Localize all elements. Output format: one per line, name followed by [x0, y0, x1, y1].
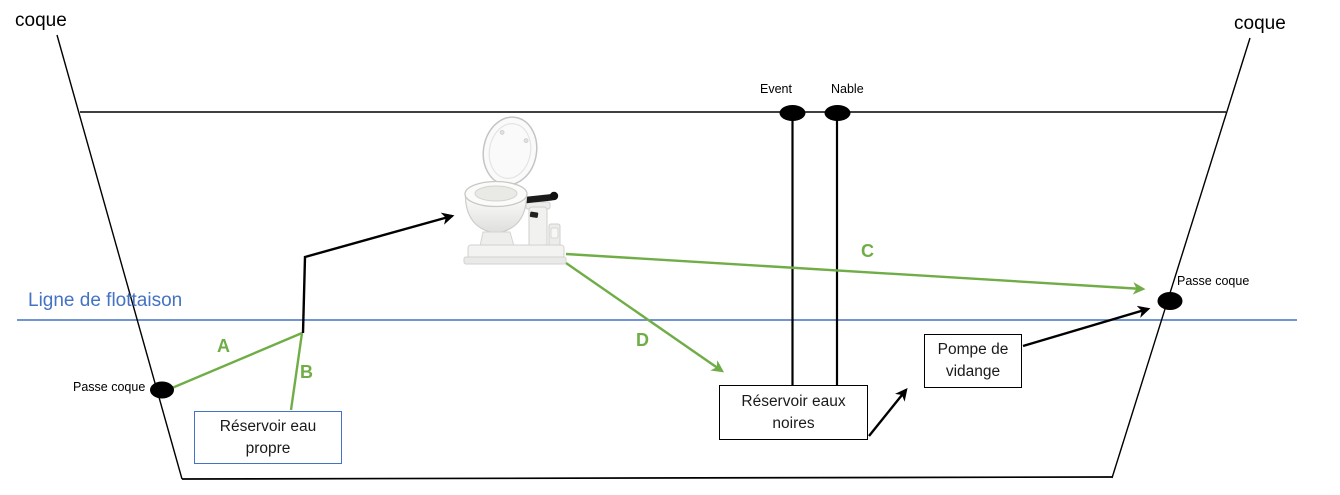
- fresh-water-tank-box: Réservoir eau propre: [194, 411, 342, 464]
- seacock-left-icon: [150, 381, 174, 399]
- fresh-water-tank-label-line1: Réservoir eau: [219, 417, 317, 435]
- tank-to-pump-arrow: [868, 388, 908, 437]
- vent-label: Event: [760, 82, 792, 96]
- toilet-supply-pipe-arrow: [301, 212, 455, 334]
- black-water-tank-label-line1: Réservoir eaux: [741, 392, 846, 410]
- discharge-hose-c: [565, 252, 1146, 295]
- drain-pump-label-line2: vidange: [945, 363, 1001, 380]
- black-water-tank-label-line2: noires: [772, 414, 815, 432]
- hull-label-left: coque: [15, 10, 67, 31]
- drain-pump-label-line1: Pompe de: [937, 341, 1009, 359]
- nable-label: Nable: [831, 82, 864, 96]
- hull-bottom-line: [181, 476, 1113, 480]
- freshwater-hose-b: [289, 332, 304, 411]
- tank-hose-d: [565, 262, 725, 373]
- toilet-illustration-icon: [463, 116, 567, 265]
- hose-d-label: D: [636, 330, 649, 350]
- hose-c-label: C: [861, 241, 874, 261]
- hull-right-line: [1111, 37, 1251, 479]
- hull-label-right: coque: [1234, 13, 1286, 34]
- hull-left-line: [56, 34, 183, 480]
- drain-pump-box: Pompe de vidange: [924, 334, 1022, 388]
- hose-a-label: A: [217, 336, 230, 356]
- waterline-label: Ligne de flottaison: [28, 290, 183, 311]
- seacock-right-icon: [1157, 292, 1183, 310]
- seacock-right-label: Passe coque: [1177, 274, 1250, 288]
- black-water-tank-box: Réservoir eaux noires: [719, 385, 868, 440]
- seacock-left-label: Passe coque: [73, 380, 146, 394]
- vent-fitting-icon: [779, 105, 806, 121]
- fresh-water-tank-label-line2: propre: [245, 439, 291, 457]
- hose-b-label: B: [300, 362, 313, 382]
- intake-hose-a: [171, 331, 303, 390]
- nable-fitting-icon: [824, 105, 851, 121]
- pump-to-seacock-arrow: [1022, 305, 1151, 348]
